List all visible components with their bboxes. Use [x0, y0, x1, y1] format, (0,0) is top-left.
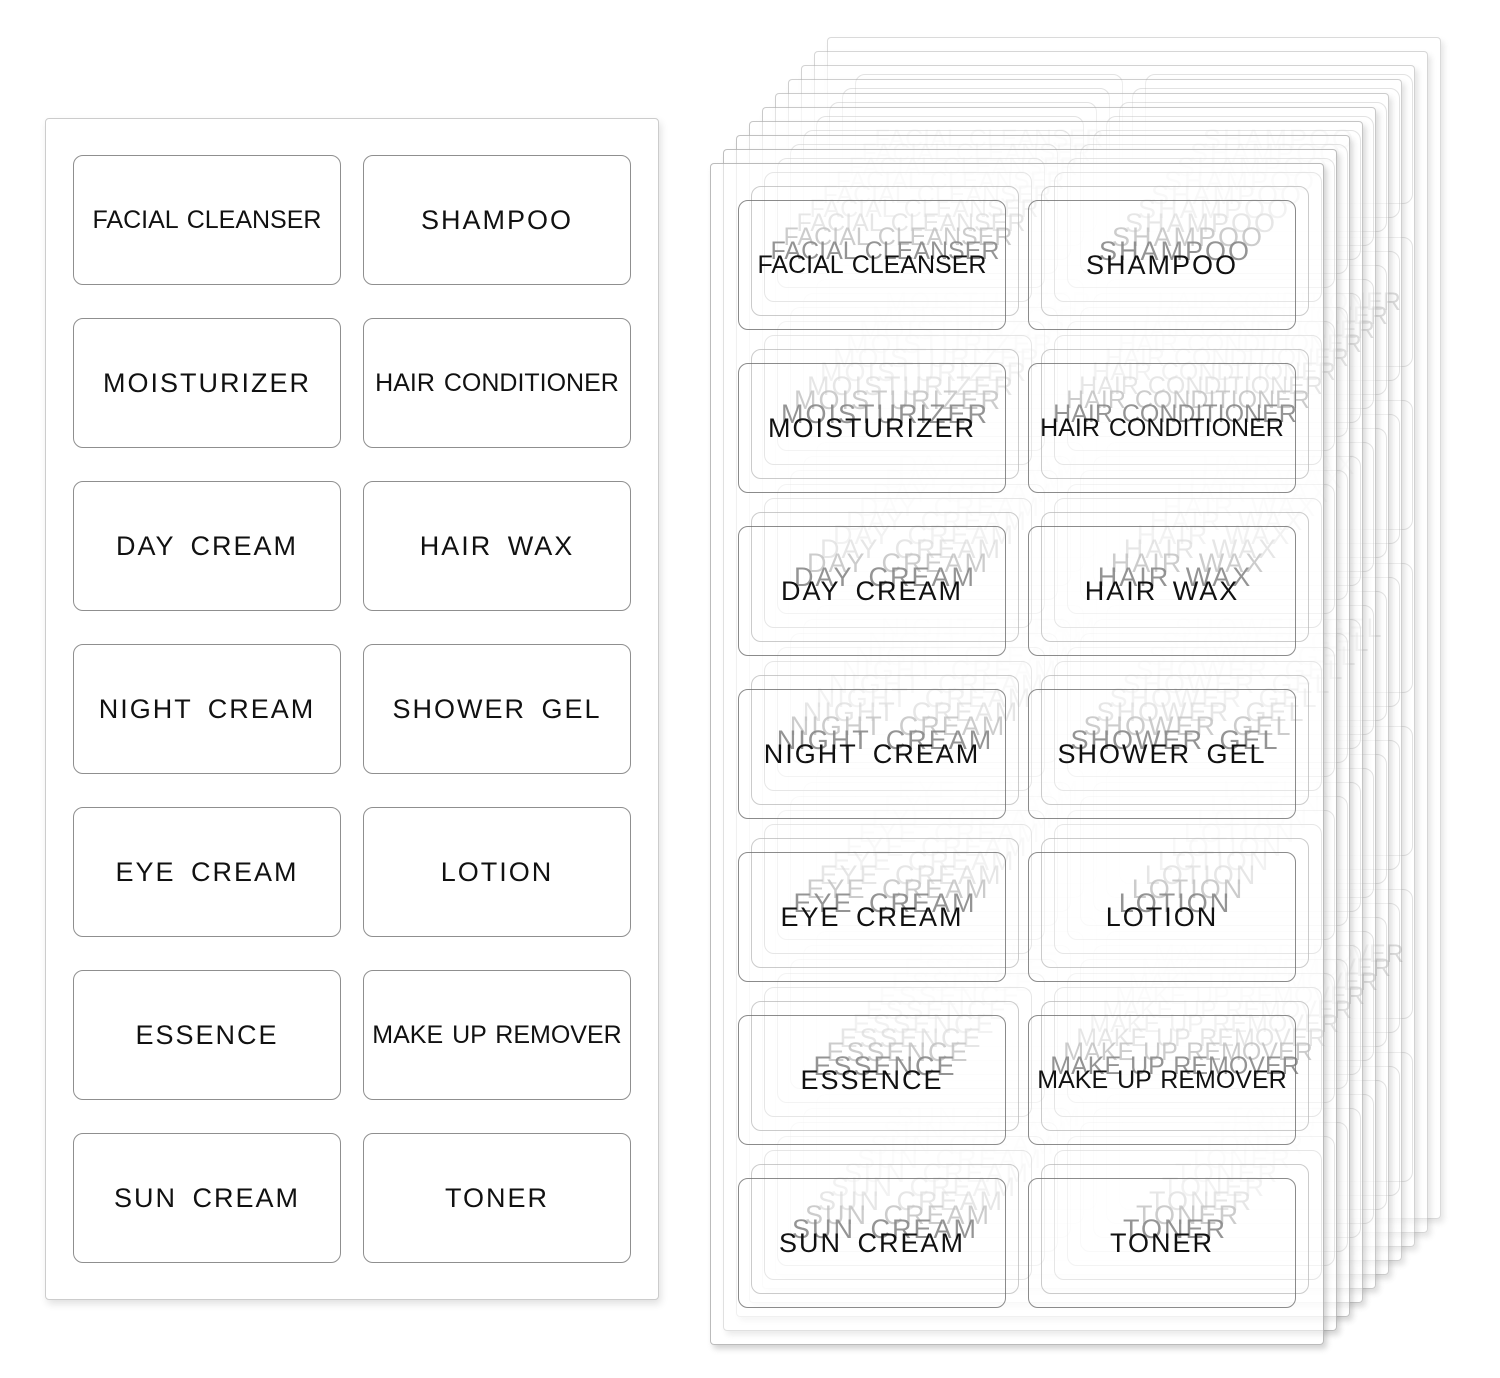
- label-toner: TONER: [363, 1133, 631, 1263]
- label-text: FACIAL CLEANSER: [757, 250, 987, 279]
- stacked-sheet-front: FACIAL CLEANSER SHAMPOO MOISTURIZER HAIR CO…: [710, 163, 1324, 1345]
- label-text: LOTION: [1105, 901, 1219, 932]
- label-text: FACIAL CLEANSER: [92, 205, 322, 234]
- label-text: SUN CREAM: [113, 1182, 300, 1213]
- label-text: MAKE UP REMOVER: [372, 1020, 622, 1049]
- label-text: SHOWER GEL: [1057, 738, 1267, 769]
- label-text: HAIR CONDITIONER: [1040, 413, 1284, 442]
- label-eye-cream: EYE CREAM: [73, 807, 341, 937]
- label-text: SHAMPOO: [420, 204, 574, 235]
- label-day-cream: DAY CREAM: [738, 526, 1006, 656]
- label-text: HAIR WAX: [1084, 575, 1240, 606]
- label-hair-conditioner: HAIR CONDITIONER: [363, 318, 631, 448]
- label-essence: ESSENCE: [73, 970, 341, 1100]
- flat-label-sheet: FACIAL CLEANSER SHAMPOO MOISTURIZER HAIR CO…: [45, 118, 659, 1300]
- label-hair-wax: HAIR WAX: [1028, 526, 1296, 656]
- label-text: DAY CREAM: [115, 530, 299, 561]
- label-text: MOISTURIZER: [103, 367, 311, 398]
- label-text: HAIR WAX: [419, 530, 575, 561]
- label-sun-cream: SUN CREAM: [738, 1178, 1006, 1308]
- label-text: EYE CREAM: [780, 901, 964, 932]
- label-facial-cleanser: FACIAL CLEANSER: [738, 200, 1006, 330]
- label-text: NIGHT CREAM: [98, 693, 316, 724]
- label-shower-gel: SHOWER GEL: [1028, 689, 1296, 819]
- label-text: DAY CREAM: [780, 575, 964, 606]
- label-text: SHOWER GEL: [392, 693, 602, 724]
- label-facial-cleanser: FACIAL CLEANSER: [73, 155, 341, 285]
- label-moisturizer: MOISTURIZER: [73, 318, 341, 448]
- label-text: TONER: [444, 1182, 549, 1213]
- label-make-up-remover: MAKE UP REMOVER: [1028, 1015, 1296, 1145]
- label-text: SUN CREAM: [778, 1227, 965, 1258]
- label-make-up-remover: MAKE UP REMOVER: [363, 970, 631, 1100]
- label-shampoo: SHAMPOO: [1028, 200, 1296, 330]
- label-shampoo: SHAMPOO: [1145, 74, 1413, 204]
- label-text: SHAMPOO: [1085, 249, 1239, 280]
- label-text: MOISTURIZER: [768, 412, 976, 443]
- label-sun-cream: SUN CREAM: [73, 1133, 341, 1263]
- label-essence: ESSENCE: [738, 1015, 1006, 1145]
- label-text: ESSENCE: [800, 1064, 944, 1095]
- label-shampoo: SHAMPOO: [363, 155, 631, 285]
- label-text: TONER: [1109, 1227, 1214, 1258]
- label-shower-gel: SHOWER GEL: [363, 644, 631, 774]
- label-toner: TONER: [1028, 1178, 1296, 1308]
- label-day-cream: DAY CREAM: [73, 481, 341, 611]
- label-lotion: LOTION: [1028, 852, 1296, 982]
- label-text: SHAMPOO: [1203, 124, 1355, 155]
- label-text: MAKE UP REMOVER: [1037, 1065, 1287, 1094]
- label-text: LOTION: [440, 856, 554, 887]
- label-text: ESSENCE: [135, 1019, 279, 1050]
- label-hair-wax: HAIR WAX: [363, 481, 631, 611]
- label-moisturizer: MOISTURIZER: [738, 363, 1006, 493]
- label-text: NIGHT CREAM: [763, 738, 981, 769]
- label-night-cream: NIGHT CREAM: [738, 689, 1006, 819]
- label-text: EYE CREAM: [115, 856, 299, 887]
- label-lotion: LOTION: [363, 807, 631, 937]
- label-hair-conditioner: HAIR CONDITIONER: [1028, 363, 1296, 493]
- label-night-cream: NIGHT CREAM: [73, 644, 341, 774]
- label-text: HAIR CONDITIONER: [375, 368, 619, 397]
- label-eye-cream: EYE CREAM: [738, 852, 1006, 982]
